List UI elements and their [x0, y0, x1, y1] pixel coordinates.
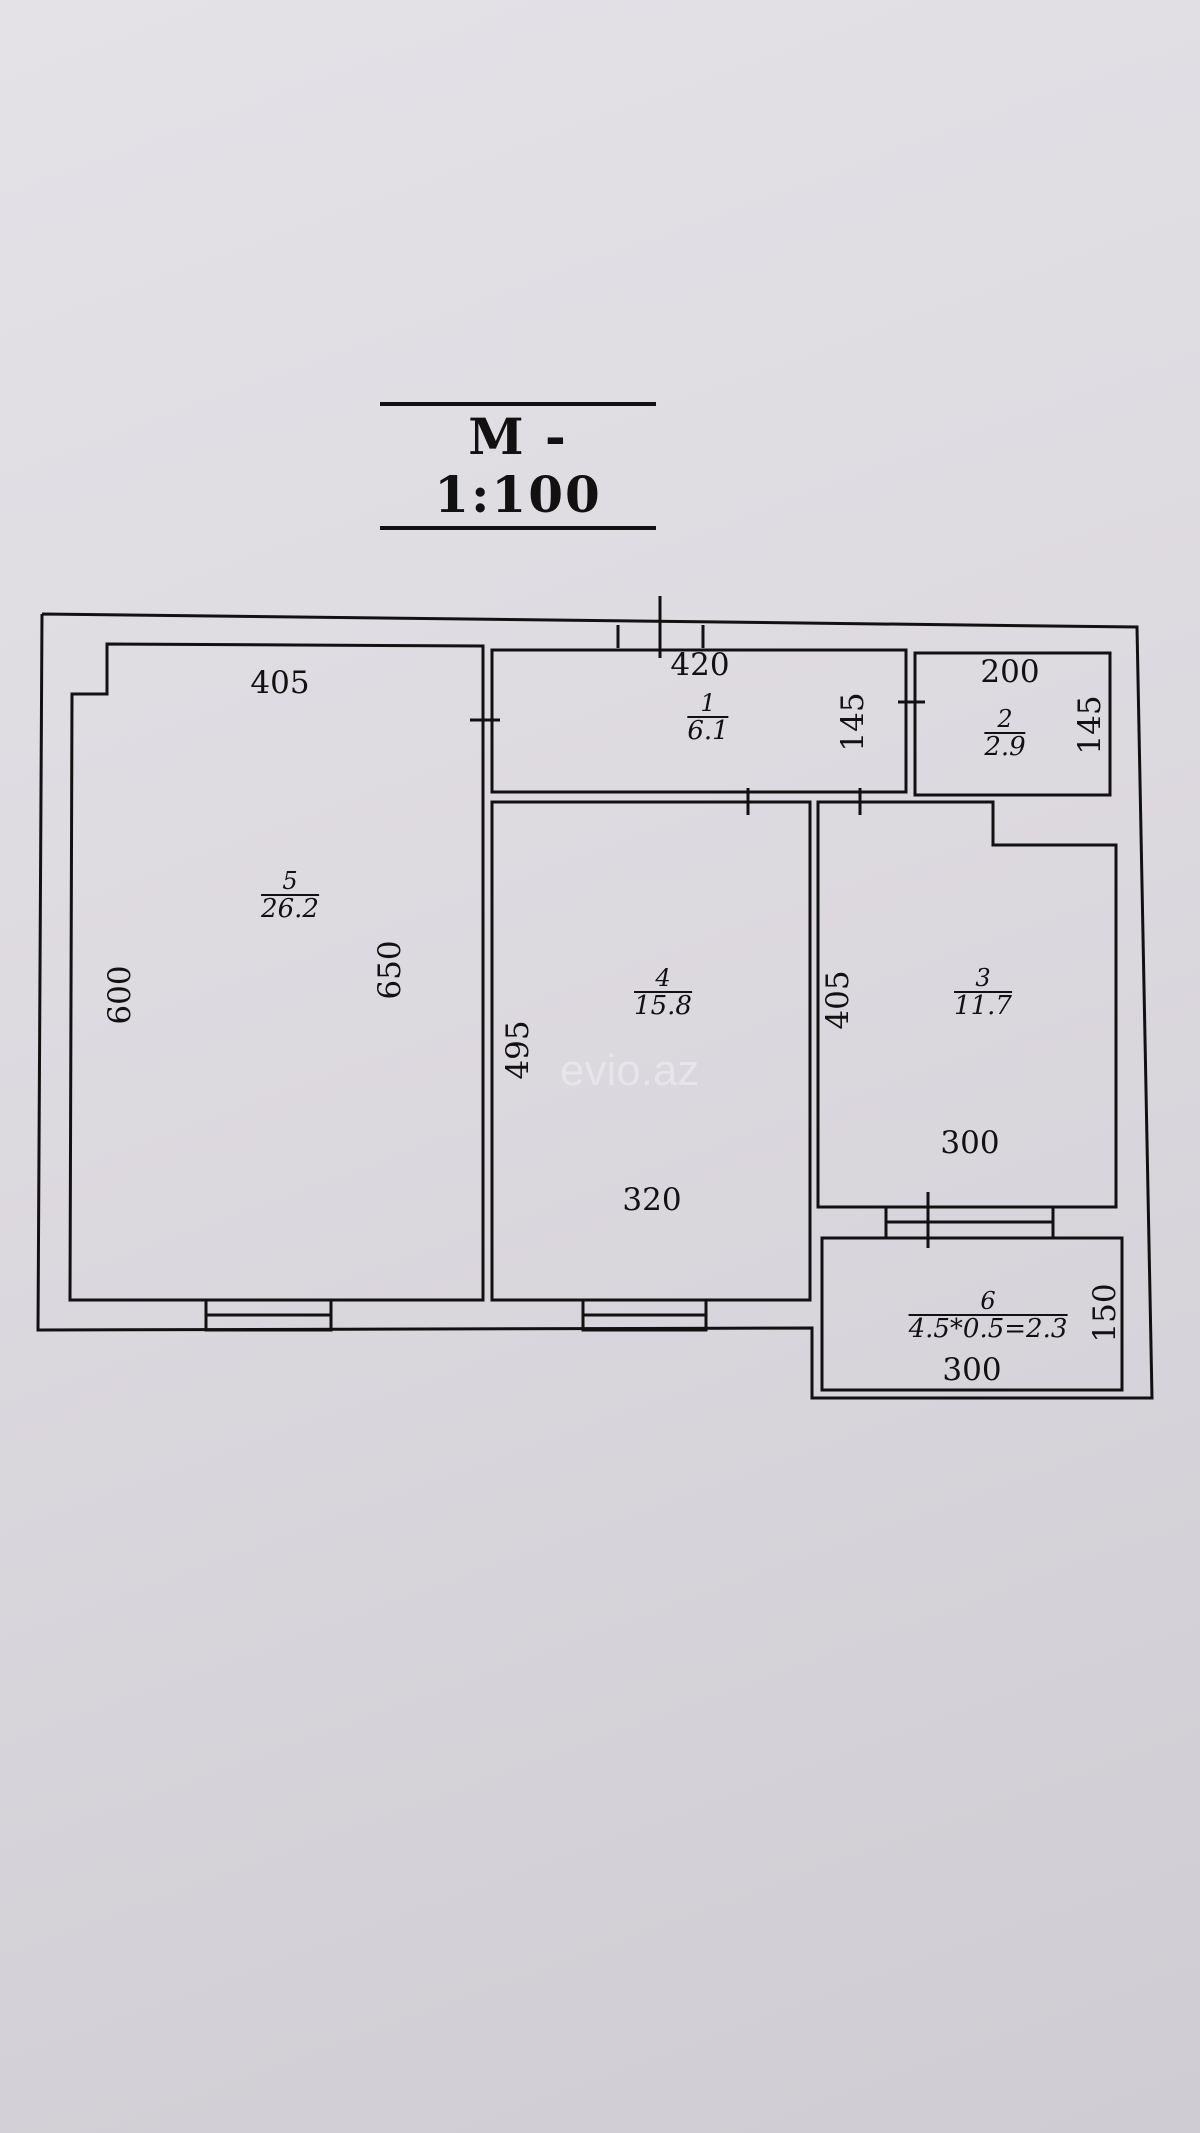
dimension-room3-bottom: 300: [940, 1125, 1000, 1161]
outer-wall: [36, 612, 1154, 1400]
dimension-room5-left: 600: [102, 965, 138, 1025]
dimension-room4-left: 495: [500, 1020, 536, 1080]
dimension-room6-right: 150: [1087, 1283, 1123, 1343]
dimension-room5-top: 405: [250, 665, 310, 701]
room-3-outline: [816, 800, 1118, 1209]
dimension-room2-top: 200: [980, 654, 1040, 690]
dimension-room3-left: 405: [820, 970, 856, 1030]
scale-title: M - 1:100: [380, 402, 656, 530]
dimension-room6-bottom: 300: [942, 1352, 1002, 1388]
dimension-room1-top: 420: [670, 647, 730, 683]
room-2-outline: [913, 651, 1112, 797]
room-5-outline: [68, 642, 485, 1302]
dimension-room5-right: 650: [372, 940, 408, 1000]
dimension-room2-right: 145: [1072, 695, 1108, 755]
dimension-room1-right: 145: [835, 692, 871, 752]
dimension-room4-bottom: 320: [622, 1182, 682, 1218]
watermark: evio.az: [560, 1046, 699, 1095]
